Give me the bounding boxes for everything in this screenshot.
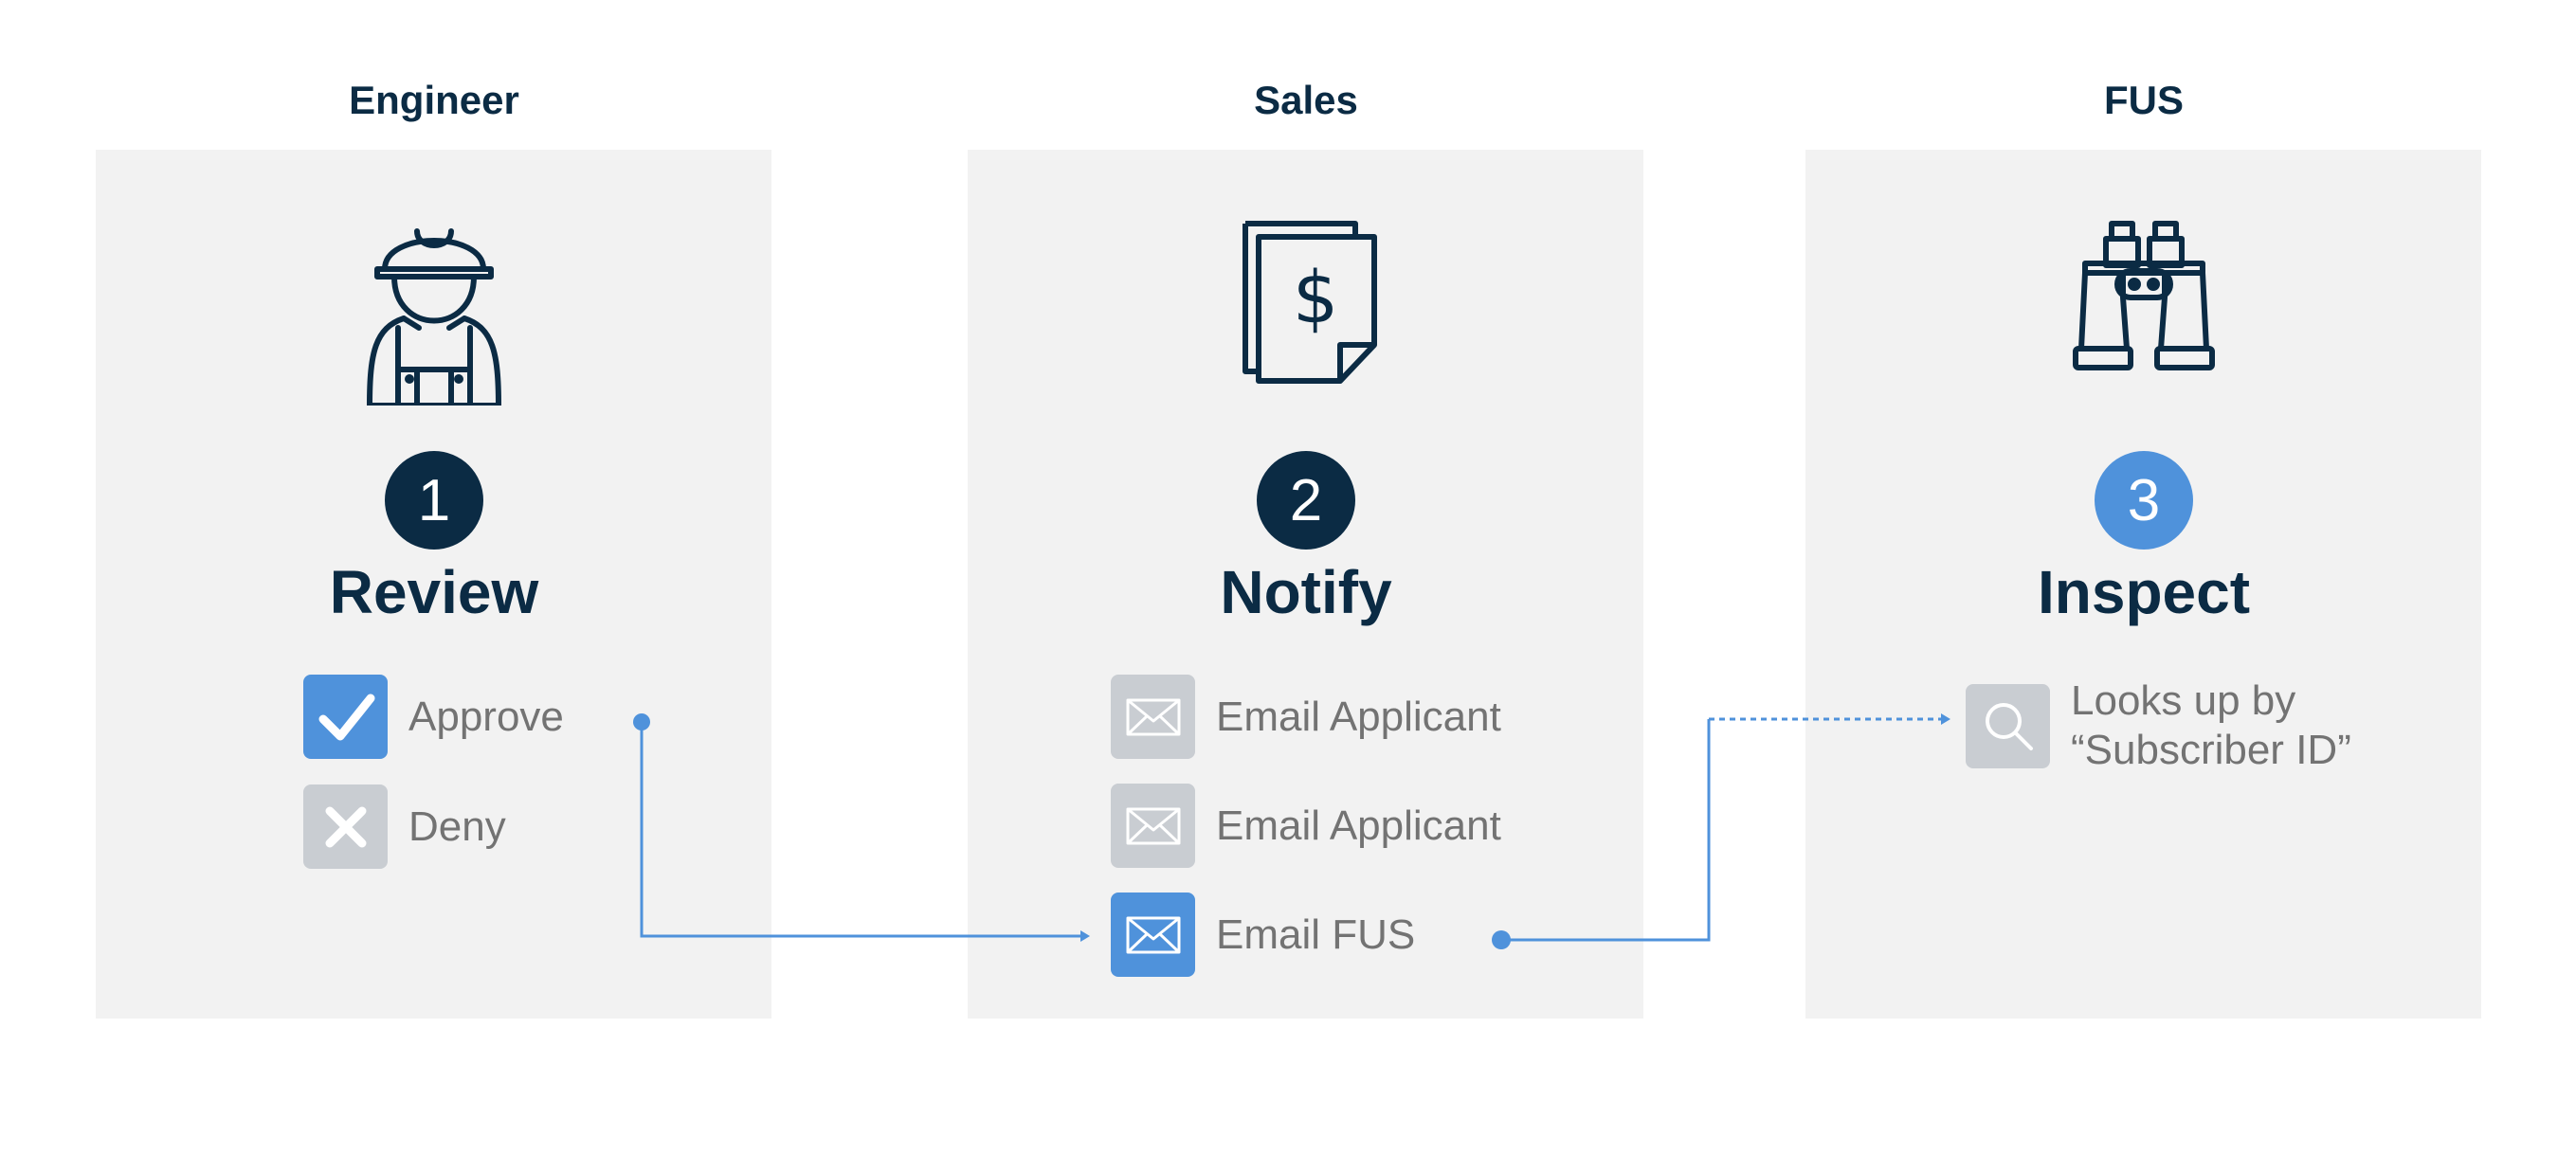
option-label: Deny — [408, 802, 506, 850]
column-title-sales: Sales — [1254, 78, 1358, 122]
column-title-fus: FUS — [2104, 78, 2184, 122]
option-email-fus[interactable]: Email FUS — [1111, 893, 1415, 977]
binoculars-icon — [2072, 218, 2216, 380]
option-email-applicant[interactable]: Email Applicant — [1111, 675, 1501, 759]
x-icon — [303, 784, 388, 869]
checkmark-icon — [303, 675, 388, 759]
option-lookup-subscriber[interactable]: Looks up by “Subscriber ID” — [1966, 676, 2351, 775]
step-title-notify: Notify — [1220, 558, 1392, 626]
step-badge-3: 3 — [2095, 451, 2193, 550]
step-title-inspect: Inspect — [2037, 558, 2251, 626]
option-label: Looks up by “Subscriber ID” — [2071, 677, 2351, 773]
step-badge-2: 2 — [1257, 451, 1355, 550]
option-label: Email Applicant — [1216, 693, 1501, 740]
option-approve[interactable]: Approve — [303, 675, 564, 759]
connector-approve-to-email-fus — [633, 713, 1090, 942]
option-label: Email Applicant — [1216, 802, 1501, 849]
envelope-icon — [1111, 893, 1195, 977]
engineer-icon — [364, 210, 504, 410]
option-label: Email FUS — [1216, 911, 1416, 958]
svg-text:$: $ — [1293, 255, 1338, 339]
step-badge-1: 1 — [385, 451, 483, 550]
step-title-review: Review — [329, 558, 539, 626]
invoice-dollar-icon: $ — [1240, 218, 1380, 391]
magnifier-icon — [1966, 683, 2050, 768]
option-deny[interactable]: Deny — [303, 784, 506, 869]
envelope-icon — [1111, 675, 1195, 759]
connector-email-fus-to-inspect — [1492, 713, 1950, 949]
option-email-applicant[interactable]: Email Applicant — [1111, 784, 1501, 868]
panel-fus — [1805, 150, 2481, 1019]
option-label: Approve — [408, 693, 564, 740]
column-title-engineer: Engineer — [349, 78, 519, 122]
envelope-icon — [1111, 784, 1195, 868]
panel-engineer — [96, 150, 771, 1019]
panel-sales — [968, 150, 1643, 1019]
